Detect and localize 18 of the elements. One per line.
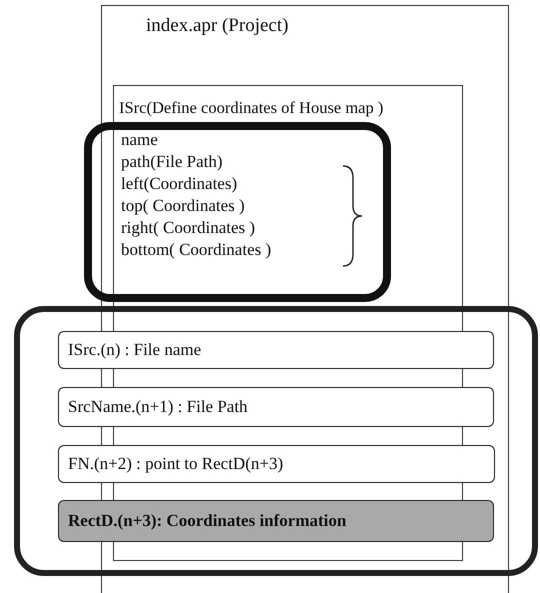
record-row [58,387,494,427]
field-name: name [121,130,158,150]
field-name: right( Coordinates ) [121,218,256,238]
field-name: path(File Path) [121,152,223,172]
record-row [58,500,494,542]
record-text: ISrc.(n) : File name [68,340,202,360]
record-text: SrcName.(n+1) : File Path [68,397,248,417]
record-text: RectD.(n+3): Coordinates information [68,511,346,531]
field-name: top( Coordinates ) [121,196,245,216]
record-row [58,445,495,483]
group-outline [14,306,538,576]
record-row [58,331,494,369]
record-text: FN.(n+2) : point to RectD(n+3) [68,454,284,474]
field-name: left(Coordinates) [121,174,238,194]
project-title: index.apr (Project) [146,15,288,37]
section-heading: ISrc(Define coordinates of House map ) [119,98,384,118]
field-name: bottom( Coordinates ) [121,240,272,260]
highlight-outline [84,122,391,302]
